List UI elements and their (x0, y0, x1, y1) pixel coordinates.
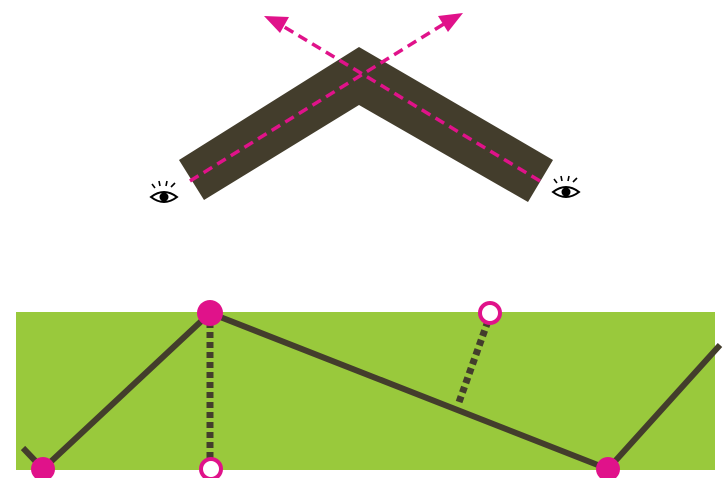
eye-icon (150, 180, 178, 203)
arrow-up-left-icon (264, 16, 289, 33)
chevron-wall-group (179, 47, 553, 202)
dotted-perpendicular (454, 319, 492, 407)
path-segment-long-descent (208, 310, 610, 472)
ground-band (16, 312, 715, 470)
chevron-wall (179, 47, 553, 202)
ray-left-to-upper-right (189, 20, 448, 183)
marker-vertex-peak (197, 300, 223, 326)
marker-vertex-bottom-right (596, 457, 620, 478)
marker-projection-below-peak (199, 457, 223, 478)
marker-projection-above-segment (478, 301, 502, 325)
eye-icon (552, 175, 580, 198)
marker-endpoint-bottom-left (31, 457, 55, 478)
ray-right-to-upper-left (280, 23, 541, 183)
path-segment-rise (40, 310, 213, 472)
sight-rays (189, 13, 541, 183)
path-segment-right-rise (605, 342, 723, 472)
markers (31, 300, 620, 478)
zigzag-path (20, 310, 723, 472)
projection-lines (206, 319, 492, 460)
arrow-up-right-icon (438, 13, 463, 32)
